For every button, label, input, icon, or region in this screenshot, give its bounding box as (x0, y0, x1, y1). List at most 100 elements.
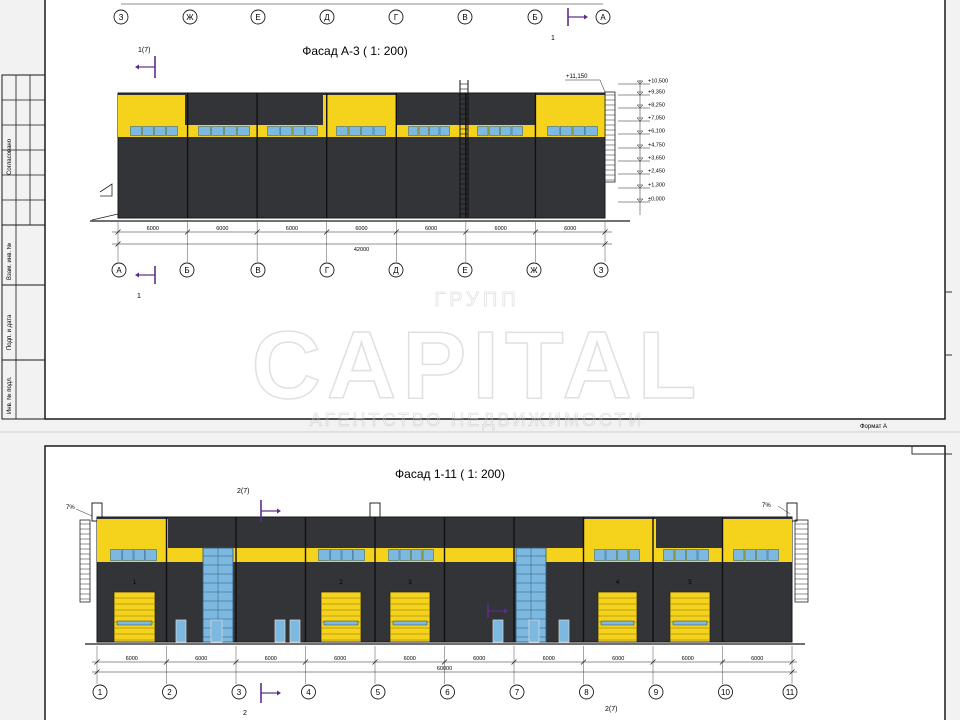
gate-window (600, 620, 635, 626)
side-ladder (604, 91, 616, 183)
axis-label: А (600, 13, 606, 22)
corner-label-right: 7% (762, 503, 771, 509)
next-cut-label: 2(7) (605, 706, 617, 713)
dim-value: 6000 (334, 656, 346, 662)
axis-bubble (92, 684, 108, 700)
window-pane (267, 126, 280, 136)
axis-label: 7 (515, 688, 520, 697)
level-value: +9,350 (648, 90, 665, 96)
axis-bubble (388, 9, 404, 25)
window-pane (122, 549, 134, 561)
gate-number: 1 (133, 580, 137, 586)
svg-text:Подп. и дата: Подп. и дата (7, 314, 13, 350)
window-pane (686, 549, 698, 561)
axis-label: 10 (721, 688, 730, 697)
window-pane (585, 126, 598, 136)
dim-tick (602, 229, 608, 235)
axis-label: Е (462, 266, 467, 275)
window-pane (318, 549, 330, 561)
window-pane (280, 126, 293, 136)
level-mark (636, 117, 644, 122)
axis-label: Г (394, 13, 399, 22)
dim-tick (372, 659, 378, 665)
window-pane (133, 549, 145, 561)
side-ladder (79, 519, 91, 603)
level-value: +1,300 (648, 183, 665, 189)
axis-bubble (526, 262, 542, 278)
dim-value: 6000 (425, 226, 437, 232)
axis-bubble (440, 684, 455, 700)
dim-value: 6000 (355, 226, 367, 232)
window-pane (605, 549, 617, 561)
window-pane (488, 126, 500, 136)
axis-bubble (162, 684, 177, 700)
window-pane (418, 126, 429, 136)
top-axis-cut-marker (567, 8, 588, 26)
dim-value: 6000 (612, 656, 624, 662)
axis-label: Е (255, 13, 260, 22)
yellow-panel (97, 519, 168, 549)
axis-bubble (370, 684, 386, 700)
level-value: +10,500 (648, 79, 668, 85)
dim-tick (532, 229, 539, 235)
dim-value: 6000 (564, 226, 576, 232)
gate (597, 591, 638, 643)
window-pane (130, 126, 142, 136)
axis-label: 6 (445, 688, 450, 697)
dim-value: 6000 (216, 226, 228, 232)
dim-total: 60000 (437, 666, 452, 672)
axis-bubble (593, 262, 609, 278)
top-cut-marker (135, 56, 156, 78)
level-mark (636, 157, 644, 162)
window-pane (511, 126, 523, 136)
bottom-cut-marker (260, 500, 281, 522)
window-pane (154, 126, 166, 136)
level-value: +3,650 (648, 156, 665, 162)
dim-total: 42000 (354, 247, 369, 253)
dim-value: 6000 (286, 226, 298, 232)
canopy (99, 183, 113, 197)
window-pane (145, 549, 157, 561)
window-pane (399, 549, 411, 561)
svg-text:АГЕНТСТВО НЕДВИЖИМОСТИ: АГЕНТСТВО НЕДВИЖИМОСТИ (310, 410, 645, 430)
interior-cut-marker (487, 604, 508, 618)
dim-value: 6000 (543, 656, 555, 662)
axis-bubble (782, 684, 798, 700)
window-pane (500, 126, 512, 136)
svg-text:Согласовано: Согласовано (7, 138, 13, 175)
svg-text:Взам. инв. №: Взам. инв. № (6, 243, 13, 280)
level-value: +7,050 (648, 116, 665, 122)
axis-bubble (301, 684, 316, 700)
top-cut-label-bottom: 1 (137, 293, 141, 300)
axis-bubble (509, 684, 525, 700)
axis-label: В (255, 266, 260, 275)
dim-value: 6000 (126, 656, 138, 662)
yellow-panel (535, 95, 605, 127)
axis-label: Д (324, 13, 330, 22)
window-pane (767, 549, 779, 561)
window-pane (733, 549, 745, 561)
gate-number: 4 (616, 580, 620, 586)
window-pane (388, 549, 400, 561)
level-value: +2,450 (648, 169, 665, 175)
axis-label: Д (393, 266, 399, 275)
window-pane (756, 549, 768, 561)
level-mark (636, 104, 644, 109)
level-value: ±0,000 (648, 197, 665, 203)
door (492, 619, 504, 643)
dim-tick (323, 229, 330, 235)
ramp (91, 213, 119, 221)
level-value: +4,750 (648, 143, 665, 149)
top-cut-marker-bottom (135, 266, 156, 284)
dim-tick (580, 659, 587, 665)
dim-tick (115, 229, 121, 235)
window-pane (594, 549, 606, 561)
axis-label: 5 (376, 688, 381, 697)
dim-value: 6000 (751, 656, 763, 662)
gate-window (392, 620, 428, 626)
window-pane (572, 126, 585, 136)
axis-bubble (179, 262, 195, 278)
window-pane (477, 126, 489, 136)
axis-label: З (119, 13, 124, 22)
